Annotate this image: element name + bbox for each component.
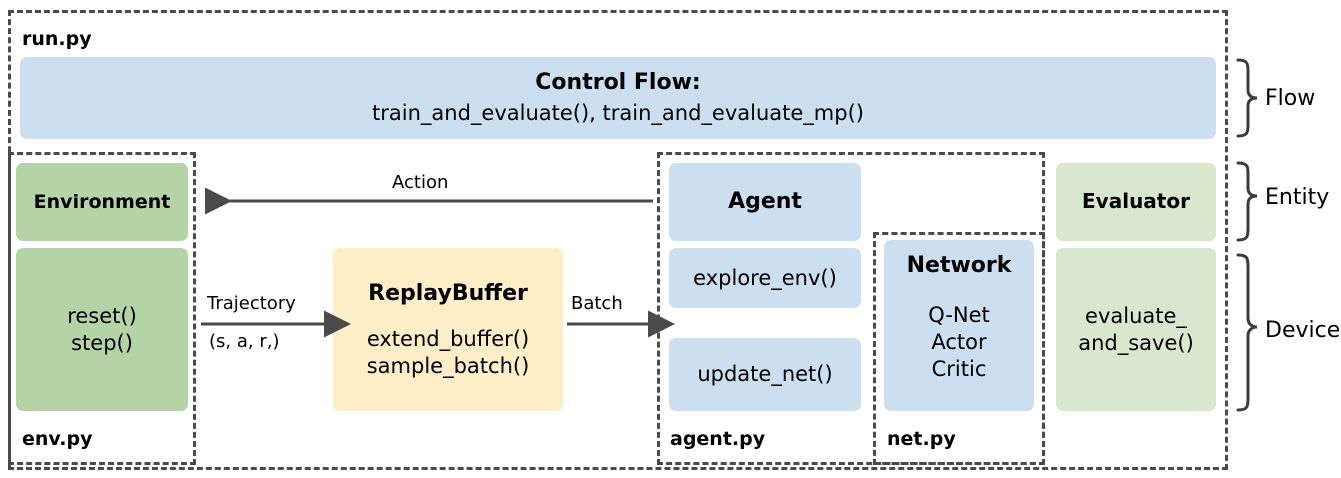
batch-arrow-label: Batch: [571, 293, 623, 314]
environment-box: Environment: [16, 163, 188, 241]
module-label-net-py: net.py: [887, 428, 956, 450]
evaluator-title: Evaluator: [1082, 189, 1190, 214]
evaluate-and-save-line2: and_save(): [1078, 330, 1194, 355]
replay-buffer-box: ReplayBuffer extend_buffer() sample_batc…: [333, 248, 563, 411]
env-method-step: step(): [71, 330, 133, 355]
evaluator-box: Evaluator: [1056, 163, 1216, 241]
environment-title: Environment: [33, 190, 171, 213]
module-frame-env-py: [8, 152, 196, 465]
module-frame-net-py: [873, 232, 1045, 465]
network-item-critic: Critic: [931, 356, 987, 381]
agent-title: Agent: [728, 188, 802, 214]
trajectory-arrow-label: Trajectory: [207, 293, 296, 314]
replay-buffer-title: ReplayBuffer: [368, 280, 528, 306]
explore-env-box: explore_env(): [669, 248, 861, 308]
control-flow-box: Control Flow: train_and_evaluate(), trai…: [20, 57, 1216, 139]
evaluate-and-save-line1: evaluate_: [1085, 303, 1187, 328]
explore-env-label: explore_env(): [693, 265, 837, 290]
network-box: Network Q-Net Actor Critic: [884, 240, 1034, 411]
update-net-label: update_net(): [697, 362, 833, 387]
update-net-box: update_net(): [669, 338, 861, 411]
brace-device: [1236, 253, 1258, 412]
replay-buffer-method-sample: sample_batch(): [366, 353, 530, 378]
env-method-reset: reset(): [67, 303, 137, 328]
network-title: Network: [906, 253, 1012, 278]
control-flow-title: Control Flow:: [535, 70, 701, 96]
evaluate-and-save-box: evaluate_ and_save(): [1056, 248, 1216, 411]
agent-box: Agent: [669, 163, 861, 241]
module-label-run-py: run.py: [22, 28, 92, 50]
module-label-agent-py: agent.py: [670, 428, 766, 450]
module-label-env-py: env.py: [22, 428, 93, 450]
replay-buffer-method-extend: extend_buffer(): [366, 326, 530, 351]
trajectory-arrow-sublabel: (s, a, r,): [209, 331, 280, 352]
brace-flow: [1236, 58, 1258, 138]
network-item-actor: Actor: [931, 330, 987, 355]
control-flow-functions: train_and_evaluate(), train_and_evaluate…: [372, 100, 864, 125]
action-arrow-label: Action: [392, 172, 449, 193]
network-item-qnet: Q-Net: [928, 303, 990, 328]
environment-methods-box: reset() step(): [16, 248, 188, 411]
brace-label-flow: Flow: [1265, 86, 1316, 111]
brace-label-entity: Entity: [1265, 185, 1330, 210]
brace-label-device: Device: [1265, 318, 1341, 343]
brace-entity: [1236, 161, 1258, 242]
